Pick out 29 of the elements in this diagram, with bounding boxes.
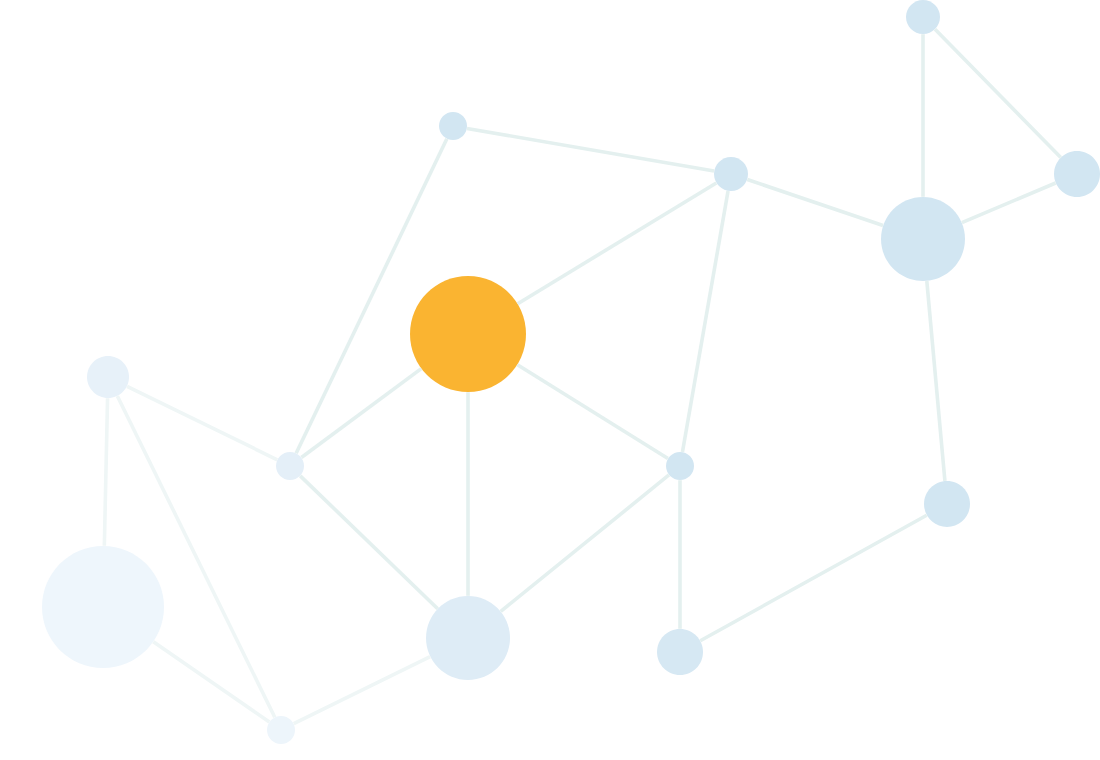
node-circle [666, 452, 694, 480]
connector-line [294, 138, 449, 454]
node-circle [906, 0, 940, 34]
node-circle [657, 629, 703, 675]
node-circle [87, 356, 129, 398]
connector-line [933, 28, 1063, 159]
connector-line [699, 513, 928, 643]
connector-line [126, 384, 279, 462]
connector-line [961, 181, 1057, 225]
connector-line [102, 398, 110, 546]
node-circle [410, 276, 526, 392]
node-circle [426, 596, 510, 680]
node-circle [439, 112, 467, 140]
connector-line [298, 474, 439, 610]
connector-line [516, 181, 718, 306]
connector-line [746, 177, 884, 228]
connector-line [466, 126, 715, 173]
node-circle [881, 197, 965, 281]
node-circle [276, 452, 304, 480]
connector-line [300, 367, 423, 459]
node-circle [924, 481, 970, 527]
node-circle [714, 157, 748, 191]
node-circle [1054, 151, 1100, 197]
connector-line [516, 363, 669, 460]
connector-line [925, 280, 947, 482]
connector-line [499, 473, 671, 613]
connector-line [115, 395, 277, 719]
connector-line [292, 655, 431, 726]
connector-line [680, 190, 730, 453]
